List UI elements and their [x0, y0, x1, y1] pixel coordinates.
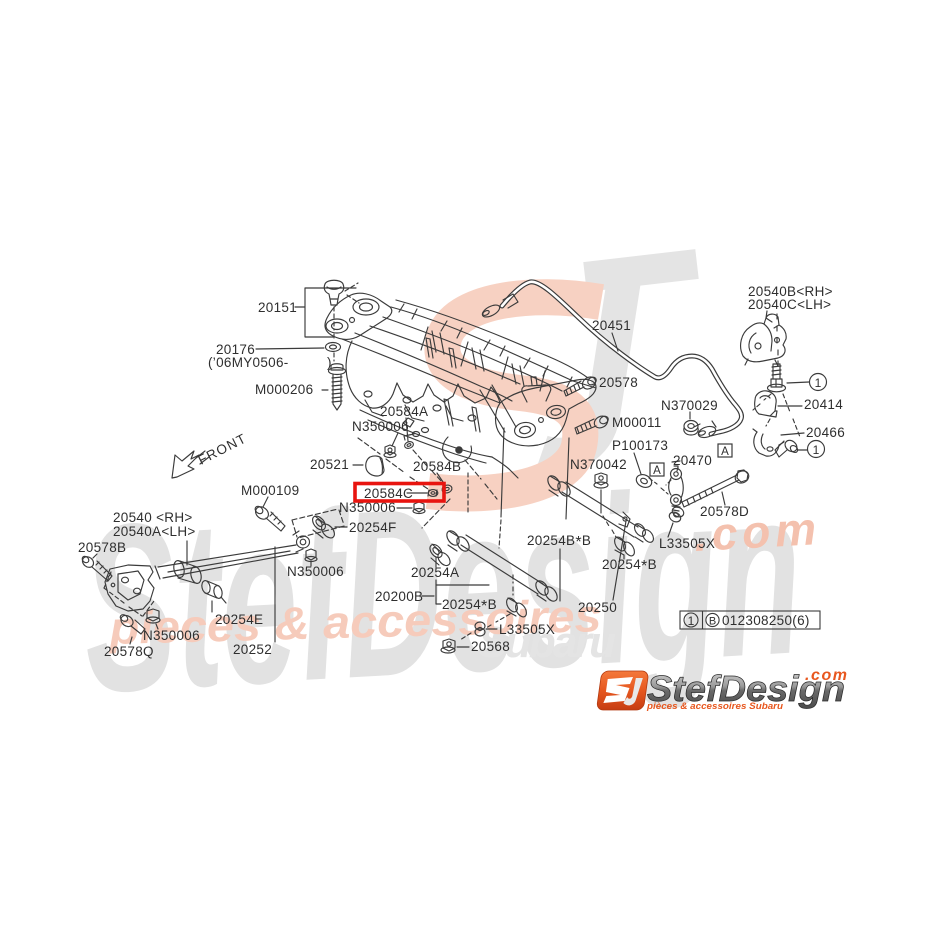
svg-text:20176: 20176: [216, 342, 255, 357]
svg-text:N370029: N370029: [661, 398, 718, 413]
svg-text:20568: 20568: [471, 639, 510, 654]
svg-text:20578B: 20578B: [78, 540, 126, 555]
svg-text:20578D: 20578D: [700, 504, 749, 519]
svg-text:.com: .com: [805, 667, 847, 684]
svg-text:M00011: M00011: [612, 415, 662, 430]
svg-text:B: B: [709, 616, 716, 628]
svg-text:20540 <RH>: 20540 <RH>: [113, 510, 193, 525]
svg-text:20540C<LH>: 20540C<LH>: [748, 297, 831, 312]
svg-text:20254B*B: 20254B*B: [527, 533, 591, 551]
svg-text:20200B: 20200B: [375, 589, 423, 604]
svg-text:20578Q: 20578Q: [104, 644, 154, 659]
svg-text:M000109: M000109: [241, 483, 299, 498]
svg-text:20466: 20466: [806, 425, 845, 440]
svg-text:20540B<RH>: 20540B<RH>: [748, 284, 833, 299]
svg-text:pieces & accessoires: pieces & accessoires: [107, 589, 602, 654]
svg-text:.com: .com: [693, 502, 818, 561]
svg-text:20254*B: 20254*B: [442, 597, 497, 615]
svg-text:20250: 20250: [578, 600, 617, 615]
svg-text:20254F: 20254F: [349, 520, 397, 535]
svg-text:20151: 20151: [258, 300, 297, 315]
svg-text:StefDesign: StefDesign: [647, 668, 845, 709]
svg-text:A: A: [721, 446, 729, 458]
svg-text:012308250(6): 012308250(6): [722, 613, 810, 628]
svg-text:1: 1: [688, 614, 695, 628]
svg-text:N350006: N350006: [143, 628, 200, 643]
svg-text:1: 1: [815, 376, 822, 390]
svg-text:A: A: [653, 465, 661, 477]
svg-text:20521: 20521: [310, 457, 349, 472]
svg-text:20540A<LH>: 20540A<LH>: [113, 524, 196, 539]
svg-text:20451: 20451: [592, 318, 631, 333]
svg-text:N370042: N370042: [570, 457, 627, 472]
svg-text:N350006: N350006: [352, 419, 409, 434]
svg-text:L33505X: L33505X: [659, 536, 715, 551]
svg-text:20584B: 20584B: [413, 459, 461, 474]
svg-text:20252: 20252: [233, 642, 272, 657]
svg-text:P100173: P100173: [612, 438, 668, 453]
svg-text:20584C: 20584C: [364, 486, 413, 501]
svg-text:20578: 20578: [599, 375, 638, 390]
svg-text:L33505X: L33505X: [499, 622, 555, 637]
svg-text:M000206: M000206: [255, 382, 313, 397]
svg-text:N350006: N350006: [339, 500, 396, 515]
svg-text:N350006: N350006: [287, 564, 344, 579]
svg-text:20414: 20414: [804, 397, 843, 412]
svg-text:pièces & accessoires Subaru: pièces & accessoires Subaru: [646, 701, 783, 712]
svg-text:20254*B: 20254*B: [602, 557, 657, 575]
svg-text:20470: 20470: [673, 453, 712, 468]
svg-text:Subaru: Subaru: [478, 618, 616, 667]
svg-text:20584A: 20584A: [380, 404, 428, 419]
svg-text:(’06MY0506-: (’06MY0506-: [208, 355, 289, 370]
svg-text:20254E: 20254E: [215, 612, 263, 627]
svg-text:): ): [327, 355, 332, 370]
svg-text:20254A: 20254A: [411, 565, 459, 580]
svg-text:1: 1: [813, 443, 820, 457]
